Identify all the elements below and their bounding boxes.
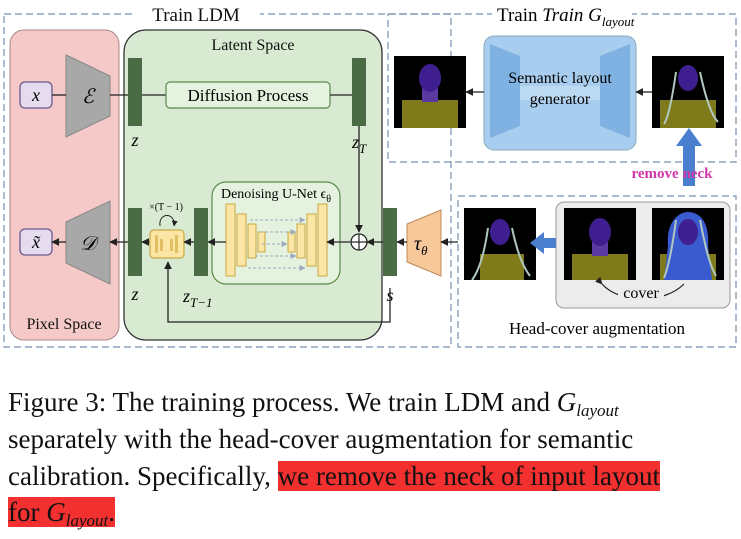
x-symbol: x: [31, 85, 40, 105]
x-tilde-symbol: x̃: [31, 232, 41, 252]
z-label-top: z: [130, 130, 138, 150]
decoder-shape: [65, 200, 111, 285]
remove-neck-arrow: [676, 128, 702, 186]
tau-encoder-shape: [406, 209, 442, 277]
generator-label-2: generator: [530, 91, 591, 108]
output-layout-thumbnail: [394, 56, 466, 128]
caption-g-symbol: G: [556, 387, 577, 417]
input-layout-thumbnail: [652, 56, 724, 128]
zT-1-latent-bar: [194, 208, 208, 276]
denoising-unet-label: Denoising U-Net ϵθ: [221, 187, 331, 205]
encoder-symbol: ℰ: [82, 86, 96, 108]
generator-label-1: Semantic layout: [508, 70, 612, 87]
latent-space-label: Latent Space: [211, 37, 294, 54]
train-g-border: [387, 13, 737, 163]
decoder-symbol: 𝒟: [80, 233, 100, 255]
caption-highlight-1: we remove the neck of input layout: [277, 461, 661, 491]
caption-line-4: for Glayout.: [8, 494, 736, 539]
cover-label: cover: [623, 285, 659, 302]
small-unet-icon: [149, 229, 185, 259]
pixel-space-label: Pixel Space: [26, 316, 101, 333]
repeat-label: ×(T − 1): [149, 202, 183, 213]
head-cover-border: [457, 195, 737, 348]
z-latent-bar: [128, 58, 142, 126]
tau-symbol: τθ: [414, 233, 428, 258]
encoder-shape: [65, 54, 111, 138]
caption-line-1: Figure 3: The training process. We train…: [8, 384, 736, 429]
remove-neck-label: remove neck: [632, 166, 714, 182]
zT-1-label: zT−1: [182, 286, 213, 310]
caption-prefix: Figure 3: The training process. We train…: [8, 387, 550, 417]
hair-layout-thumbnail: [652, 208, 724, 280]
caption-g-sub: layout: [576, 401, 619, 420]
semantic-layout-generator: [483, 35, 637, 151]
head-cover-label: Head-cover augmentation: [509, 319, 686, 338]
training-process-figure: Train LDM Pixel Space Latent Space x ℰ z…: [3, 4, 737, 348]
s-condition-bar: [383, 208, 397, 276]
caption-line-3: calibration. Specifically, we remove the…: [8, 461, 661, 491]
diffusion-process-label: Diffusion Process: [187, 86, 308, 105]
covered-layout-thumbnail: [464, 208, 536, 281]
train-g-title: Train LDMTrain Train Glayout: [497, 5, 635, 29]
z-output-bar: [128, 208, 142, 276]
train-ldm-title: Train LDM: [152, 5, 240, 26]
caption-highlight-2: for Glayout.: [8, 497, 115, 530]
zT-latent-bar: [352, 58, 366, 126]
zT-label: zT: [351, 132, 367, 156]
z-label-bottom: z: [130, 284, 138, 304]
unet-blocks: [225, 203, 328, 277]
caption-line-2: separately with the head-cover augmentat…: [8, 424, 634, 454]
neck-layout-thumbnail: [564, 208, 636, 280]
blue-arrow-left: [530, 232, 556, 254]
